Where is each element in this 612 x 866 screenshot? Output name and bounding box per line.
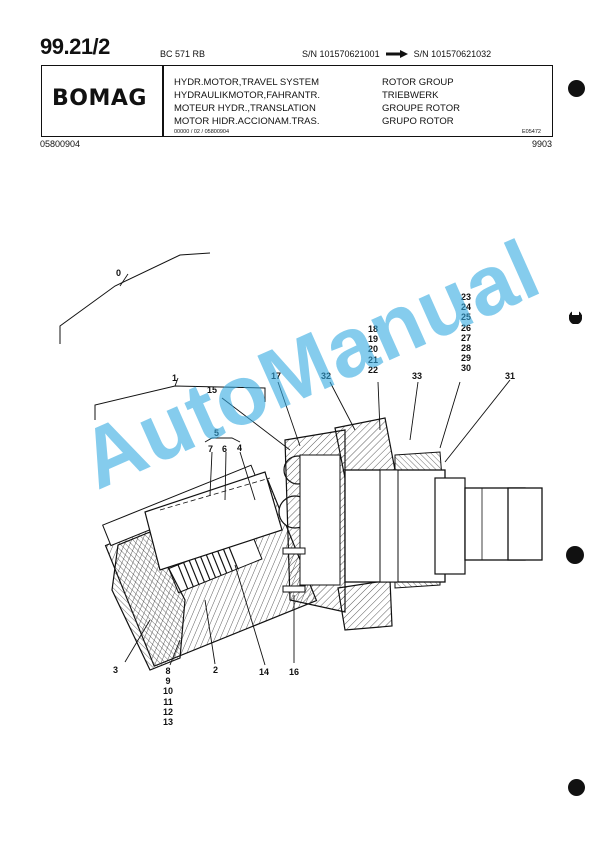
title-list: HYDR.MOTOR,TRAVEL SYSTEM HYDRAULIKMOTOR,…: [174, 76, 320, 128]
title-es: MOTOR HIDR.ACCIONAM.TRAS.: [174, 116, 320, 127]
punch-hole-icon: [568, 779, 585, 796]
callout-23: 23: [460, 292, 471, 302]
group-es: GRUPO ROTOR: [382, 116, 454, 127]
callout-30: 30: [460, 363, 471, 374]
callout-22: 22: [367, 364, 378, 375]
punch-hole-half-icon: [569, 310, 582, 324]
document-number: 05800904: [40, 139, 81, 149]
callout-24: 24: [460, 302, 471, 313]
callout-12: 12: [162, 706, 173, 717]
title-en: HYDR.MOTOR,TRAVEL SYSTEM: [174, 77, 319, 88]
callout-8: 8: [165, 666, 171, 676]
callout-27: 27: [460, 332, 471, 343]
callout-16: 16: [289, 667, 299, 677]
callout-10: 10: [162, 686, 173, 697]
callout-9: 9: [165, 676, 171, 687]
header-box: [41, 65, 553, 137]
callout-14: 14: [259, 667, 269, 677]
group-en: ROTOR GROUP: [382, 77, 454, 88]
header-divider: [162, 65, 164, 137]
callout-19: 19: [367, 334, 378, 345]
brand-logo: BOMAG: [52, 86, 147, 111]
arrow-right-icon: [385, 50, 408, 58]
callout-18: 18: [367, 324, 378, 334]
callout-28: 28: [460, 343, 471, 354]
title-fr: MOTEUR HYDR.,TRANSLATION: [174, 103, 316, 114]
callout-4: 4: [237, 443, 242, 453]
punch-hole-icon: [566, 546, 584, 564]
punch-hole-icon: [568, 80, 585, 97]
callout-33: 33: [412, 371, 422, 381]
callout-15: 15: [207, 385, 217, 395]
title-de: HYDRAULIKMOTOR,FAHRANTR.: [174, 90, 321, 101]
callout-7: 7: [208, 444, 213, 454]
callout-20: 20: [367, 344, 378, 355]
date-code: 9903: [532, 139, 553, 149]
callout-26: 26: [460, 322, 471, 333]
callout-21: 21: [367, 354, 378, 365]
serial-from: S/N 101570621001: [302, 49, 380, 59]
small-code-left: 00000 / 02 / 05800904: [174, 129, 230, 135]
callout-29: 29: [460, 353, 471, 364]
model-label: BC 571 RB: [160, 49, 206, 59]
callout-13: 13: [162, 717, 173, 728]
callout-25: 25: [460, 312, 471, 323]
callout-11: 11: [163, 696, 173, 707]
group-de: TRIEBWERK: [382, 90, 439, 101]
callout-list-8-13: 8 9 10 11 12 13: [160, 666, 176, 727]
callout-5: 5: [214, 428, 219, 438]
callout-1: 1: [172, 373, 177, 383]
group-list: ROTOR GROUP TRIEBWERK GROUPE ROTOR GRUPO…: [382, 76, 460, 128]
group-fr: GROUPE ROTOR: [382, 103, 460, 114]
callout-list-18-22: 18 19 20 21 22: [364, 324, 382, 375]
callout-2: 2: [213, 665, 218, 675]
callout-3: 3: [113, 665, 118, 675]
callout-32: 32: [321, 371, 331, 381]
small-code-right: E05472: [522, 129, 541, 135]
serial-range: S/N 101570621001 S/N 101570621032: [302, 49, 491, 59]
callout-6: 6: [222, 444, 227, 454]
callout-0: 0: [116, 268, 121, 278]
callout-31: 31: [505, 371, 515, 381]
callout-17: 17: [271, 371, 281, 381]
callout-list-23-30: 23 24 25 26 27 28 29 30: [457, 292, 475, 374]
serial-to: S/N 101570621032: [413, 49, 492, 59]
page-number: 99.21/2: [40, 34, 110, 59]
